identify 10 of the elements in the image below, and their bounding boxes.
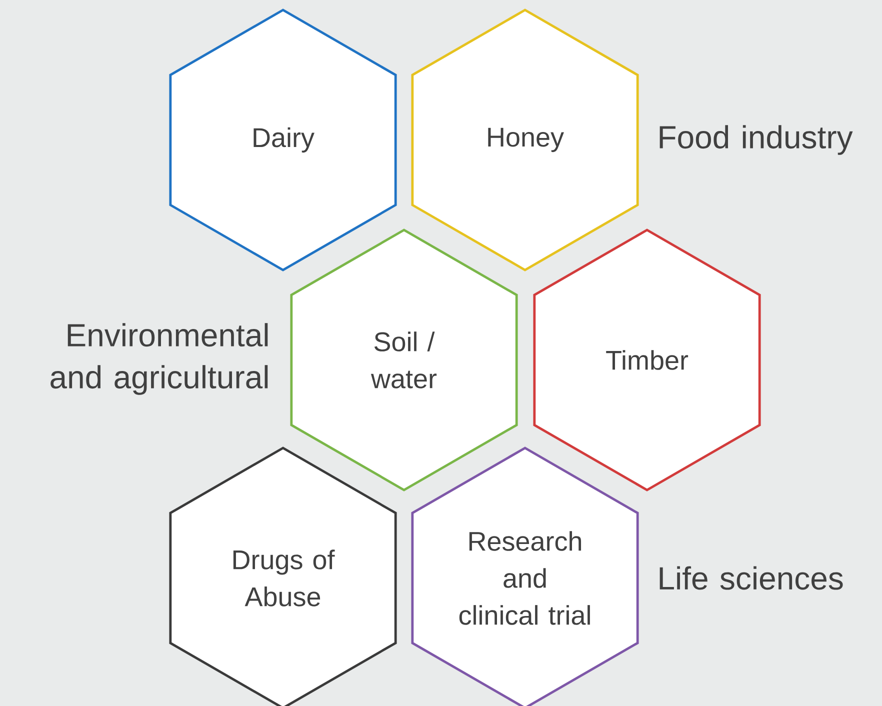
hexagon: Honey <box>411 8 639 272</box>
category-label: Life sciences <box>660 566 843 590</box>
hexagon: Drugs of Abuse <box>169 446 397 706</box>
hexagon: Research and clinical trial <box>411 446 639 706</box>
category-label: Food industry <box>660 125 853 155</box>
category-label: Environmental and agricultural <box>50 323 268 395</box>
hexagon: Dairy <box>169 8 397 272</box>
hexagon: Timber <box>533 228 761 492</box>
node-label: Research and clinical trial <box>459 531 590 625</box>
hexagon: Soil / water <box>290 228 518 492</box>
